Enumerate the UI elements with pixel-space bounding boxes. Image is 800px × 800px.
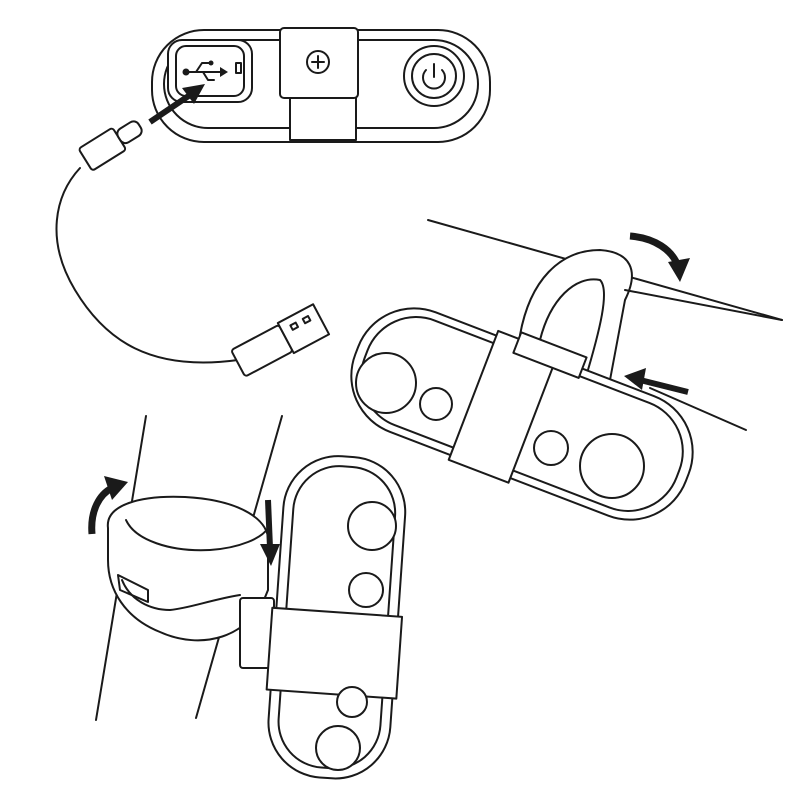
lens	[419, 387, 453, 421]
rotate-arrow-icon	[629, 232, 690, 282]
lens	[315, 725, 361, 771]
power-button	[403, 45, 465, 107]
usb-cable	[55, 120, 331, 377]
seatpost-mount	[88, 415, 407, 780]
handlebar-mount	[350, 219, 783, 521]
strap-clip	[279, 27, 359, 141]
arrow-icon	[260, 499, 280, 566]
usb-icon	[182, 60, 242, 81]
lens	[579, 433, 645, 499]
arrow-icon	[148, 84, 205, 125]
usb-a-plug	[231, 303, 331, 377]
light-device-charging	[151, 27, 491, 143]
arrow-icon	[624, 368, 689, 395]
usb-port-cover	[167, 39, 253, 103]
lens	[348, 572, 384, 608]
power-icon	[422, 63, 446, 90]
usb-c-plug	[78, 120, 143, 171]
lens	[533, 430, 569, 466]
screw-icon	[306, 50, 330, 74]
lens	[336, 686, 368, 718]
lens	[347, 501, 397, 551]
rotate-arrow-icon	[88, 476, 128, 535]
lens	[355, 352, 417, 414]
